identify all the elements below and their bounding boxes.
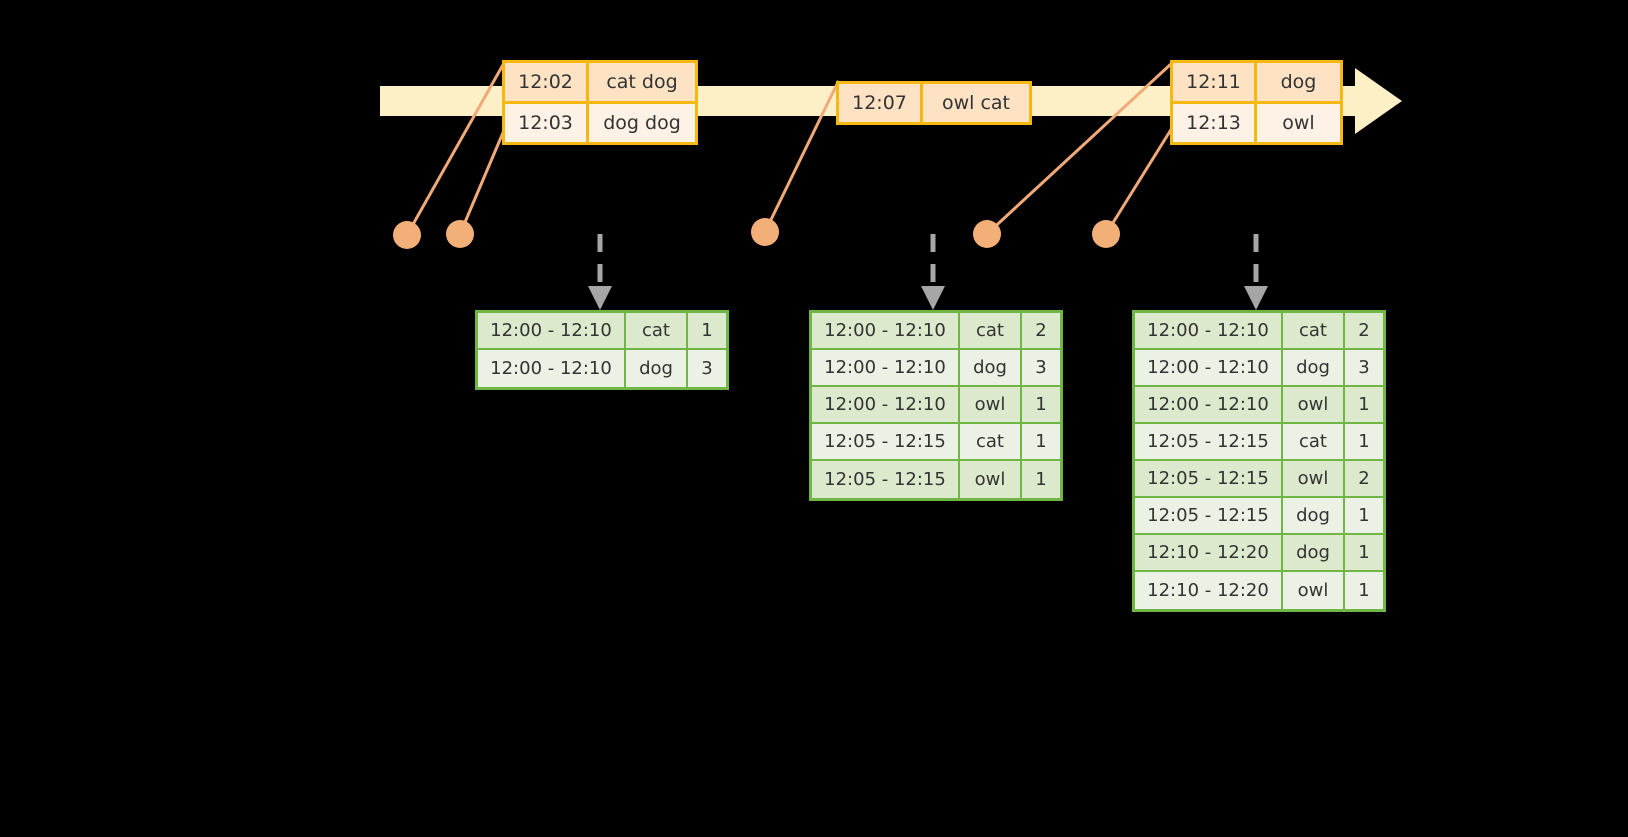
event-payload: dog dog <box>589 104 695 142</box>
event-time: 12:07 <box>839 84 923 122</box>
event-payload: owl cat <box>923 84 1029 122</box>
event-time: 12:13 <box>1173 104 1257 142</box>
key-cell: cat <box>960 313 1022 348</box>
event-time: 12:11 <box>1173 63 1257 101</box>
event-payload: owl <box>1257 104 1340 142</box>
window-cell: 12:00 - 12:10 <box>478 350 626 387</box>
event-time: 12:03 <box>505 104 589 142</box>
count-cell: 1 <box>1345 387 1383 422</box>
count-cell: 1 <box>688 313 726 348</box>
event-time: 12:02 <box>505 63 589 101</box>
connector-line-5 <box>1104 126 1174 236</box>
key-cell: owl <box>1283 387 1345 422</box>
window-cell: 12:05 - 12:15 <box>1135 424 1283 459</box>
event-payload: cat dog <box>589 63 695 101</box>
window-cell: 12:05 - 12:15 <box>812 424 960 459</box>
key-cell: owl <box>960 387 1022 422</box>
window-cell: 12:00 - 12:10 <box>1135 387 1283 422</box>
emit-arrows <box>588 234 1268 310</box>
event-row[interactable]: 12:03 dog dog <box>505 101 695 142</box>
key-cell: owl <box>1283 461 1345 496</box>
record-dots <box>393 218 1120 249</box>
window-cell: 12:00 - 12:10 <box>812 350 960 385</box>
key-cell: dog <box>1283 535 1345 570</box>
record-dot-4 <box>973 220 1001 248</box>
key-cell: dog <box>626 350 688 387</box>
window-cell: 12:10 - 12:20 <box>1135 572 1283 609</box>
connector-line-1 <box>405 61 506 237</box>
window-cell: 12:05 - 12:15 <box>1135 498 1283 533</box>
key-cell: dog <box>1283 350 1345 385</box>
count-cell: 2 <box>1345 313 1383 348</box>
count-cell: 3 <box>1022 350 1060 385</box>
event-row[interactable]: 12:13 owl <box>1173 101 1340 142</box>
key-cell: cat <box>626 313 688 348</box>
window-cell: 12:10 - 12:20 <box>1135 535 1283 570</box>
window-cell: 12:05 - 12:15 <box>1135 461 1283 496</box>
count-cell: 2 <box>1022 313 1060 348</box>
window-cell: 12:00 - 12:10 <box>1135 313 1283 348</box>
connector-line-4 <box>985 61 1174 236</box>
key-cell: owl <box>1283 572 1345 609</box>
connector-line-2 <box>458 126 507 236</box>
count-cell: 1 <box>1022 387 1060 422</box>
emit-arrow-2 <box>921 234 945 310</box>
event-group-1[interactable]: 12:02 cat dog 12:03 dog dog <box>502 60 698 145</box>
event-row[interactable]: 12:02 cat dog <box>505 63 695 101</box>
event-payload: dog <box>1257 63 1340 101</box>
emit-arrow-1 <box>588 234 612 310</box>
count-cell: 1 <box>1345 535 1383 570</box>
count-cell: 3 <box>688 350 726 387</box>
event-group-3[interactable]: 12:11 dog 12:13 owl <box>1170 60 1343 145</box>
record-dot-1 <box>393 221 421 249</box>
connector-lines <box>405 61 1174 237</box>
event-group-2[interactable]: 12:07 owl cat <box>836 81 1032 125</box>
count-cell: 1 <box>1022 461 1060 498</box>
count-cell: 1 <box>1345 424 1383 459</box>
window-cell: 12:00 - 12:10 <box>812 387 960 422</box>
key-cell: dog <box>960 350 1022 385</box>
count-cell: 1 <box>1345 572 1383 609</box>
count-cell: 2 <box>1345 461 1383 496</box>
count-cell: 3 <box>1345 350 1383 385</box>
key-cell: cat <box>1283 313 1345 348</box>
event-row[interactable]: 12:11 dog <box>1173 63 1340 101</box>
connector-line-3 <box>763 80 840 234</box>
count-cell: 1 <box>1345 498 1383 533</box>
event-row[interactable]: 12:07 owl cat <box>839 84 1029 122</box>
record-dot-5 <box>1092 220 1120 248</box>
count-cell: 1 <box>1022 424 1060 459</box>
record-dot-2 <box>446 220 474 248</box>
window-cell: 12:05 - 12:15 <box>812 461 960 498</box>
window-cell: 12:00 - 12:10 <box>478 313 626 348</box>
record-dot-3 <box>751 218 779 246</box>
key-cell: dog <box>1283 498 1345 533</box>
window-cell: 12:00 - 12:10 <box>1135 350 1283 385</box>
emit-arrow-3 <box>1244 234 1268 310</box>
window-cell: 12:00 - 12:10 <box>812 313 960 348</box>
key-cell: cat <box>1283 424 1345 459</box>
key-cell: owl <box>960 461 1022 498</box>
key-cell: cat <box>960 424 1022 459</box>
